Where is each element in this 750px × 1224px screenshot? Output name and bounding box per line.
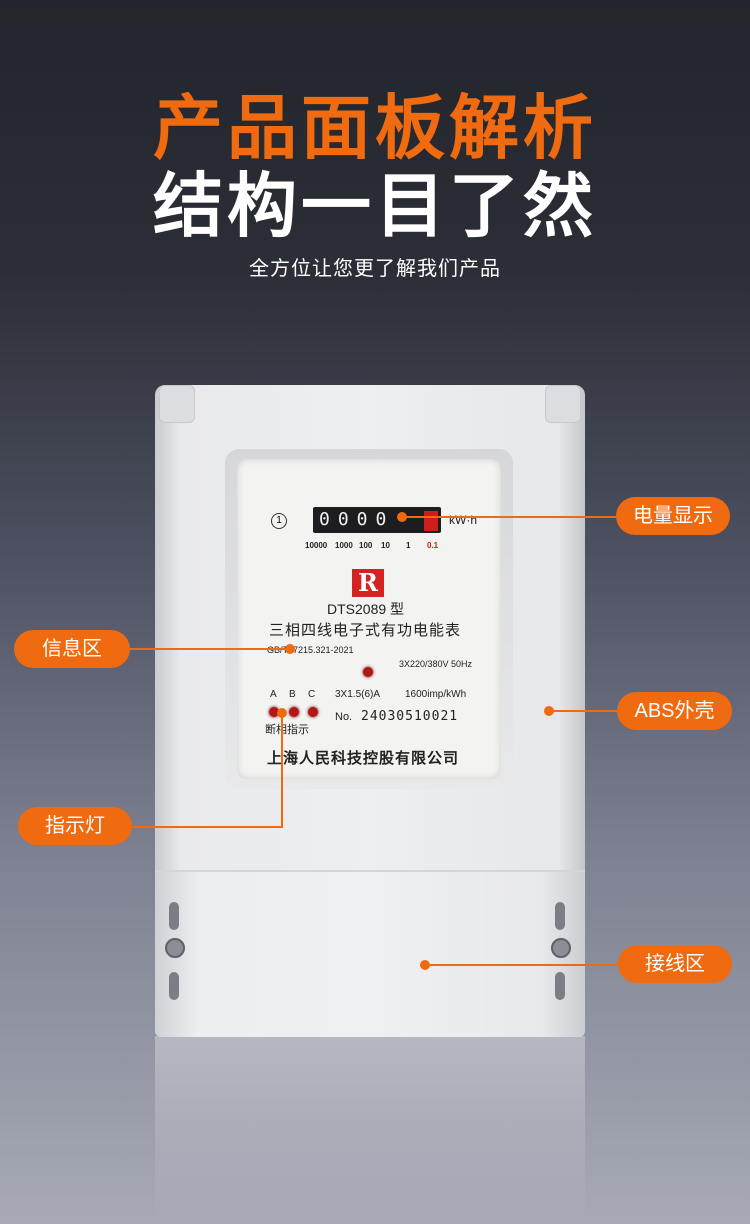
meter-shell: 1 0000 kW·h 10000 1000 100 10 1 0.1 R DT… xyxy=(155,385,585,890)
mount-slot-left-lower xyxy=(169,972,179,1000)
callout-shell: ABS外壳 xyxy=(617,692,732,730)
model-label: DTS2089 型 xyxy=(327,601,405,617)
manufacturer: 上海人民科技控股有限公司 xyxy=(267,750,460,767)
shell-callout-line xyxy=(549,710,617,712)
dial-scale-0: 10000 xyxy=(305,541,328,550)
circle-mark: 1 xyxy=(271,513,287,529)
mount-slot-right-lower xyxy=(555,972,565,1000)
mounting-ear-left xyxy=(159,385,195,423)
mount-slot-right xyxy=(555,902,565,930)
screw-left xyxy=(165,938,185,958)
rating-current: 3X1.5(6)A xyxy=(335,689,381,700)
dial-scale-2: 100 xyxy=(359,541,373,550)
tagline: 全方位让您更了解我们产品 xyxy=(249,258,501,280)
serial-prefix: No. xyxy=(335,711,353,723)
meter-name: 三相四线电子式有功电能表 xyxy=(269,622,462,639)
energy-counter: 0000 xyxy=(313,507,441,533)
screw-right xyxy=(551,938,571,958)
meter-window: 1 0000 kW·h 10000 1000 100 10 1 0.1 R DT… xyxy=(225,449,513,789)
energy-meter: 1 0000 kW·h 10000 1000 100 10 1 0.1 R DT… xyxy=(155,385,585,1037)
pulse-led xyxy=(363,667,373,677)
dial-scale-1: 1000 xyxy=(335,541,353,550)
impulse-constant: 1600imp/kWh xyxy=(405,689,467,700)
dial-scale-4: 1 xyxy=(406,541,411,550)
headline-title: 产品面板解析 xyxy=(153,89,597,167)
callout-indicator: 指示灯 xyxy=(18,807,132,845)
meter-reflection xyxy=(155,1036,585,1224)
phase-led-a xyxy=(269,707,279,717)
terminal-cover xyxy=(155,870,585,1037)
callout-info: 信息区 xyxy=(14,630,130,668)
rating-voltage: 3X220/380V 50Hz xyxy=(399,659,473,669)
dial-scale-5: 0.1 xyxy=(427,541,439,550)
callout-terminal: 接线区 xyxy=(618,945,732,983)
name-plate: 1 0000 kW·h 10000 1000 100 10 1 0.1 R DT… xyxy=(237,459,501,779)
dial-scale-3: 10 xyxy=(381,541,390,550)
info-callout-dot xyxy=(285,644,295,654)
indicator-label: 断相指示 xyxy=(265,724,309,736)
info-callout-line xyxy=(130,648,288,650)
indicator-callout-hline xyxy=(132,826,283,828)
display-callout-line xyxy=(402,516,616,518)
decimal-wheel xyxy=(424,511,438,531)
phase-label-a: A xyxy=(270,689,277,700)
serial-number: 24030510021 xyxy=(361,709,459,724)
standard-label: GB/T17215.321-2021 xyxy=(267,645,354,655)
phase-label-c: C xyxy=(308,689,316,700)
mount-slot-left xyxy=(169,902,179,930)
terminal-callout-line xyxy=(425,964,618,966)
indicator-callout-vline xyxy=(281,713,283,827)
headline-subtitle: 结构一目了然 xyxy=(153,167,597,245)
phase-label-b: B xyxy=(289,689,296,700)
mounting-ear-right xyxy=(545,385,581,423)
brand-logo: R xyxy=(352,569,384,597)
phase-led-b xyxy=(289,707,299,717)
phase-led-c xyxy=(308,707,318,717)
callout-display: 电量显示 xyxy=(616,497,730,535)
